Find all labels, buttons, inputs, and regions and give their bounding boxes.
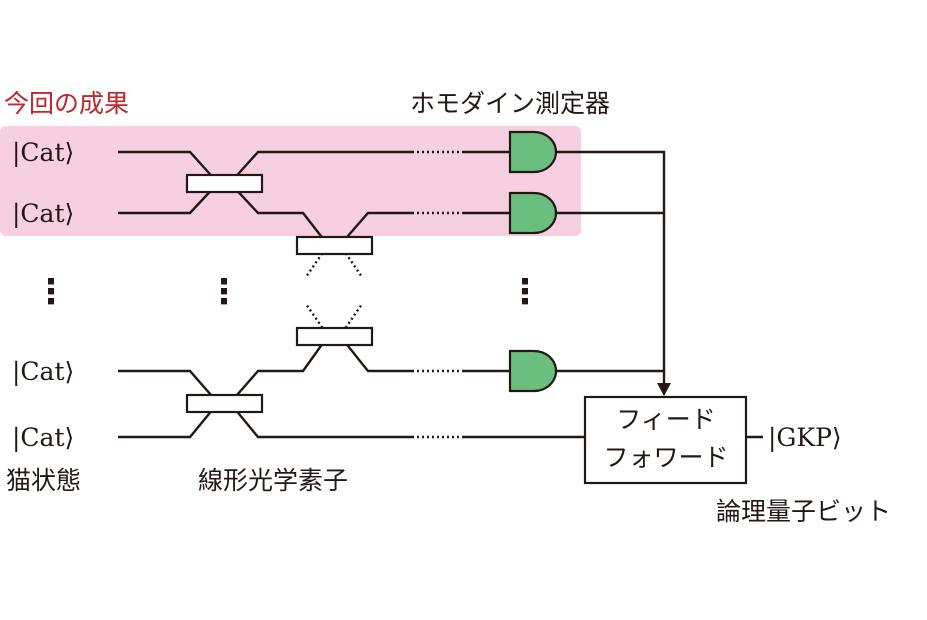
homodyne-detector: [508, 191, 558, 235]
beam-splitter: [185, 393, 264, 414]
homodyne-detector: [508, 130, 558, 174]
highlight-label: 今回の成果: [4, 89, 129, 118]
ellipsis-inputs: ⋮: [34, 272, 68, 312]
optics-caption: 線形光学素子: [198, 466, 348, 495]
input-cat-state-2: |Cat⟩: [12, 199, 74, 229]
feedforward-box: [583, 395, 748, 485]
input-cat-state-4: |Cat⟩: [12, 423, 74, 453]
beam-splitter: [295, 326, 374, 347]
input-cat-state-3: |Cat⟩: [12, 357, 74, 387]
ellipsis-detectors: ⋮: [508, 272, 542, 312]
beam-splitter: [295, 235, 374, 256]
feedforward-label-line2: フォワード: [603, 443, 728, 472]
detector-label: ホモダイン測定器: [410, 89, 610, 118]
feedforward-label-line1: フィード: [616, 405, 716, 434]
beam-splitter: [185, 173, 264, 194]
input-caption: 猫状態: [6, 466, 81, 495]
output-caption: 論理量子ビット: [716, 497, 891, 526]
highlight-region: [0, 126, 581, 236]
ellipsis-optics: ⋮: [207, 272, 241, 312]
output-gkp-state: |GKP⟩: [768, 423, 842, 453]
input-cat-state-1: |Cat⟩: [12, 138, 74, 168]
arrow-head: [657, 383, 671, 396]
homodyne-detector: [508, 349, 558, 393]
